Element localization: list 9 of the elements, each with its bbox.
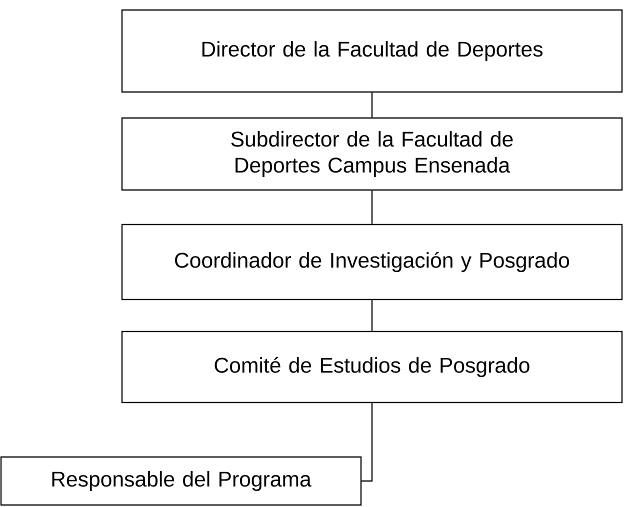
connector-line	[371, 92, 373, 118]
org-box: Director de la Facultad de Deportes	[121, 9, 623, 93]
org-box: Responsable del Programa	[0, 456, 362, 506]
org-box: Subdirector de la Facultad de Deportes Campus Ensenada	[121, 117, 623, 191]
org-box: Coordinador de Investigación y Posgrado	[121, 224, 623, 300]
connector-line	[362, 403, 373, 482]
connector-line	[371, 190, 373, 224]
connector-line	[371, 300, 373, 331]
org-box: Comité de Estudios de Posgrado	[121, 330, 623, 404]
